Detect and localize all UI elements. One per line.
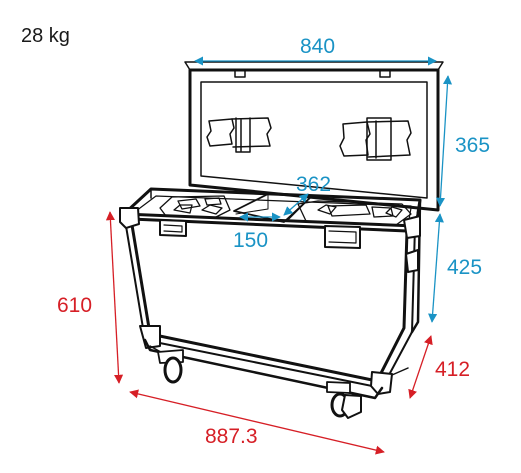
total-depth-label: 412 [435, 358, 470, 381]
lid-height-label: 365 [455, 134, 490, 157]
labels: 28 kg 840 365 362 150 425 610 412 887.3 [21, 25, 490, 448]
total-height-arrow [105, 211, 124, 384]
lid-foam-left [206, 117, 272, 153]
case-corners [119, 207, 421, 395]
total-depth-arrow [408, 335, 433, 399]
case-lid [184, 61, 444, 212]
body-height-arrow [428, 213, 444, 323]
total-width-arrow [129, 389, 385, 455]
body-height-label: 425 [447, 256, 482, 279]
dimension-lines [105, 56, 453, 455]
lid-foam-right [339, 117, 412, 161]
lid-width-label: 840 [300, 35, 335, 58]
total-width-label: 887.3 [205, 425, 258, 448]
total-height-label: 610 [57, 294, 92, 317]
weight-label: 28 kg [21, 25, 70, 47]
compartment-width-label: 362 [296, 173, 331, 196]
compartment-depth-label: 150 [233, 229, 268, 252]
case-line-art [119, 61, 444, 419]
case-handles [159, 219, 361, 249]
lid-height-arrow [435, 75, 453, 207]
compartment-depth-arrow [283, 193, 309, 216]
